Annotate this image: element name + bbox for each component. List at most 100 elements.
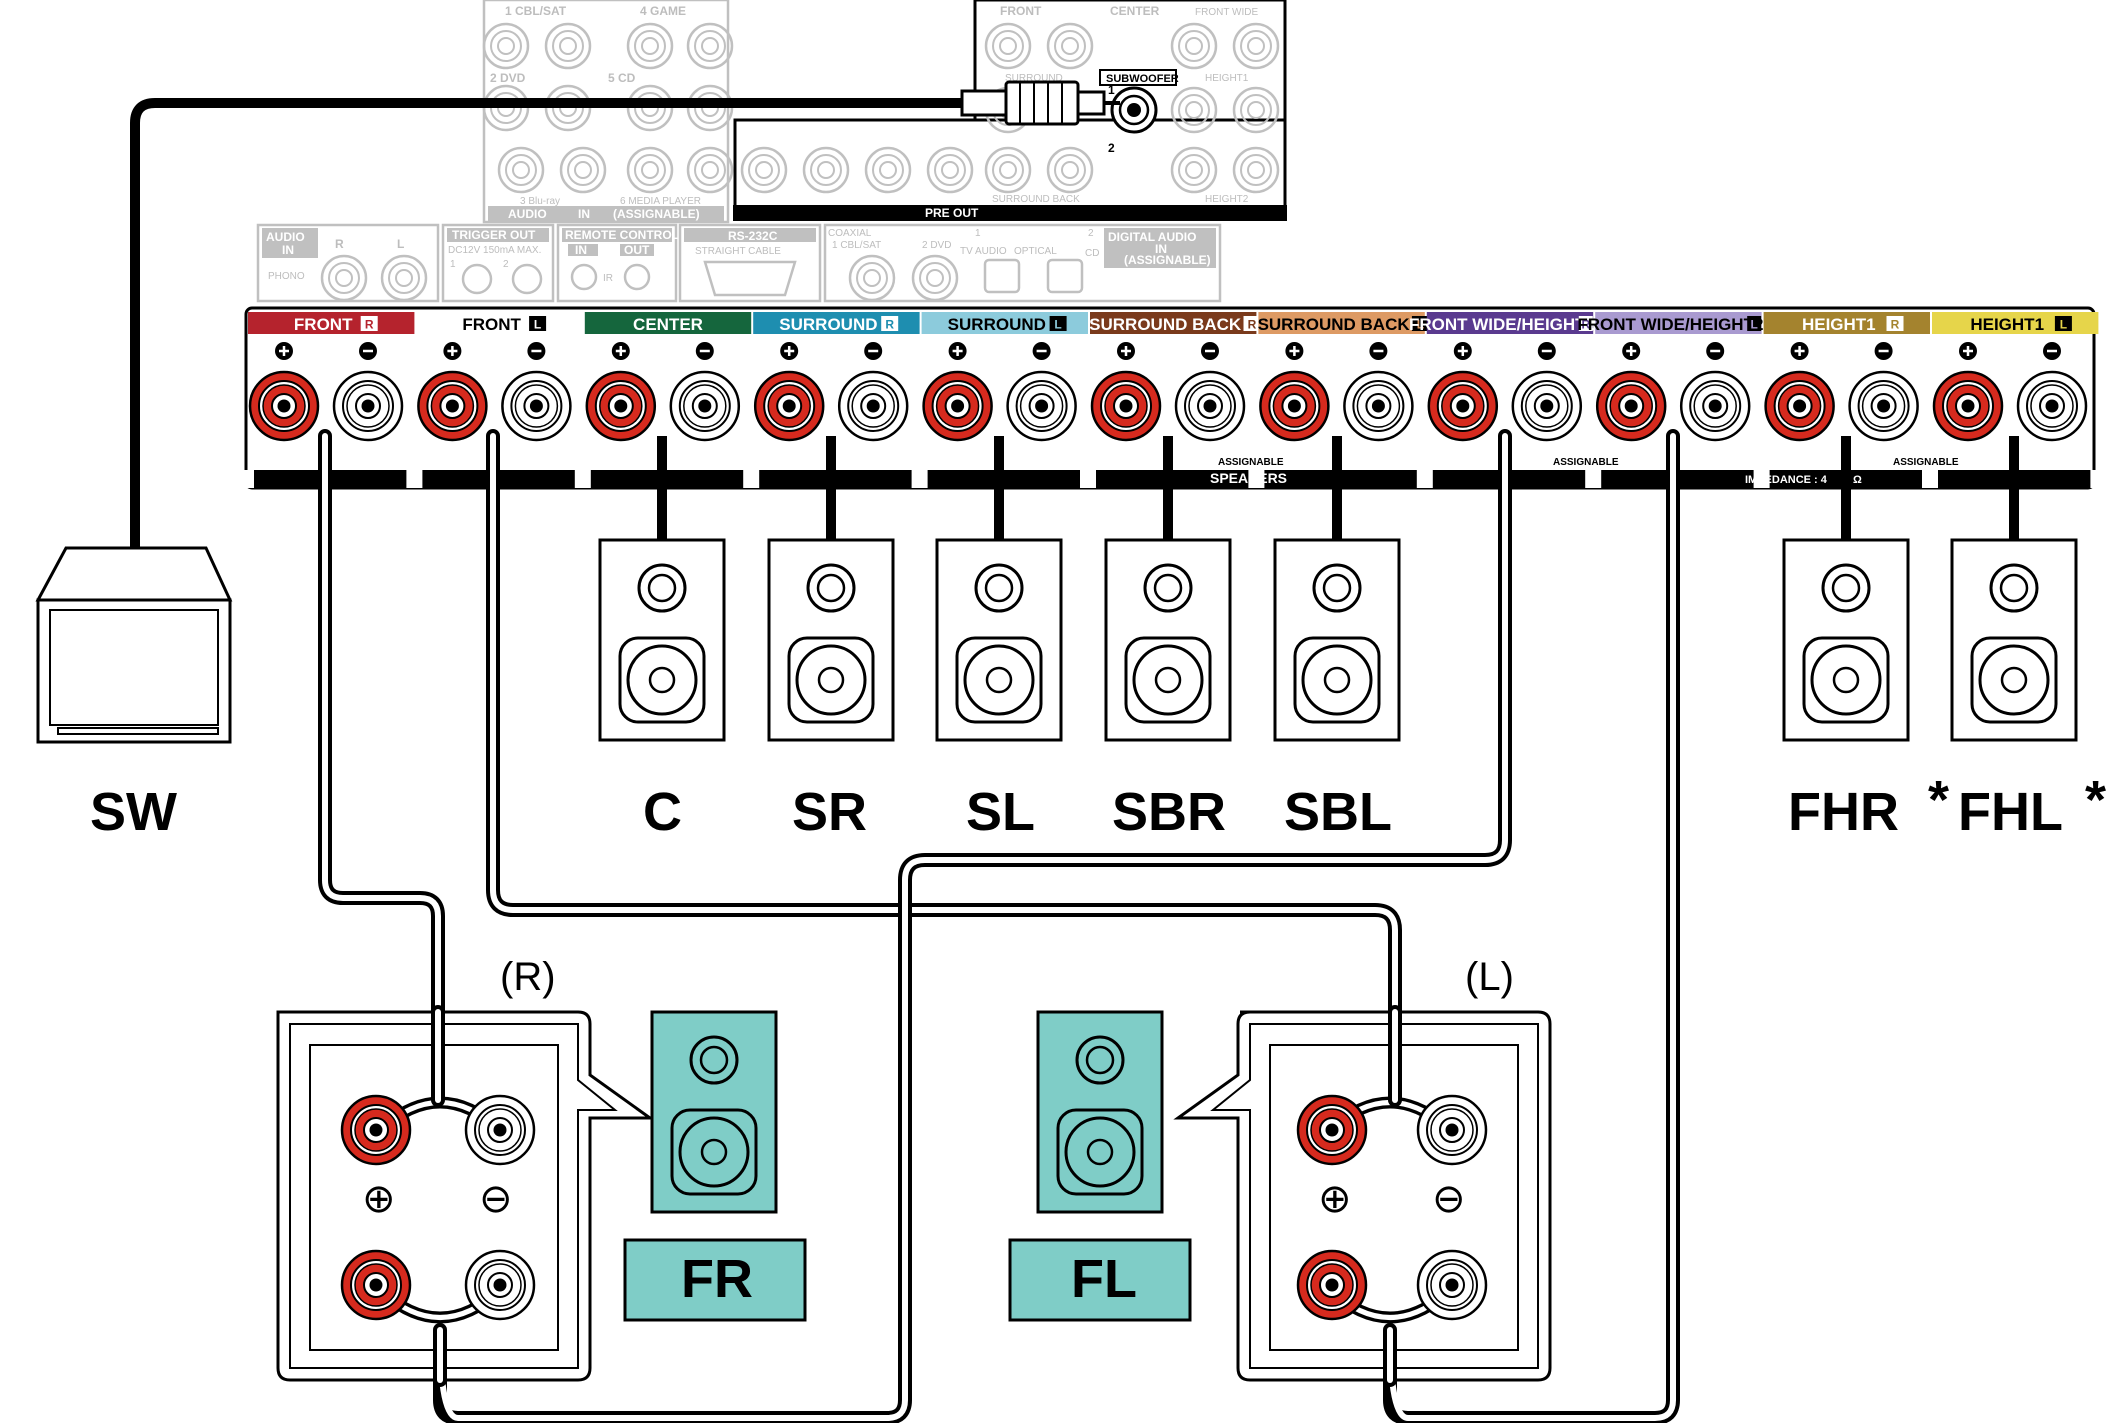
- minus-icon: [1706, 342, 1725, 360]
- channel-label: SURROUND: [779, 315, 877, 334]
- height-left-label: FHL: [1958, 782, 2063, 842]
- subwoofer-label: SW: [90, 782, 177, 842]
- svg-text:IN: IN: [282, 243, 294, 257]
- svg-text:2: 2: [503, 259, 509, 270]
- white-terminal-icon: [1174, 370, 1246, 442]
- minus-icon: [1874, 342, 1893, 360]
- preout-label: PRE OUT: [925, 206, 979, 220]
- speaker-icon: [1273, 538, 1401, 742]
- channel-side: R: [365, 318, 374, 332]
- plus-icon: [1285, 342, 1304, 360]
- red-terminal-icon: [585, 370, 657, 442]
- channel-label: FRONT: [462, 315, 521, 334]
- minus-icon: [527, 342, 546, 360]
- channel-label: HEIGHT1: [1970, 315, 2044, 334]
- preout-surround-label: SURROUND: [1005, 73, 1063, 84]
- svg-text:TV AUDIO: TV AUDIO: [960, 246, 1007, 257]
- minus-icon: [359, 342, 377, 360]
- svg-text:RS-232C: RS-232C: [728, 229, 778, 243]
- channel-side: R: [1248, 318, 1257, 332]
- preout-subwoofer-label: SUBWOOFER: [1106, 73, 1179, 85]
- minus-icon: [1201, 342, 1219, 360]
- speaker-icon: [598, 538, 726, 742]
- audio-in-assignable: (ASSIGNABLE): [613, 207, 700, 221]
- plus-icon: [443, 342, 462, 360]
- channel-label: CENTER: [633, 315, 703, 334]
- subwoofer-icon: [35, 546, 233, 744]
- preout-front-label: FRONT: [1000, 4, 1042, 18]
- input-label-game: 4 GAME: [640, 4, 686, 18]
- white-terminal-icon: [1511, 370, 1583, 442]
- channel-side: L: [1054, 318, 1061, 332]
- channel-label: FRONT WIDE/HEIGHT2: [1409, 315, 1595, 334]
- height-right-label: FHR: [1788, 782, 1899, 842]
- plus-icon: [1453, 342, 1472, 360]
- svg-text:IMPEDANCE : 4: IMPEDANCE : 4: [1745, 474, 1828, 486]
- surround-back-left-label: SBL: [1284, 782, 1392, 842]
- channel-band: SURROUND BACK R: [1089, 312, 1261, 334]
- white-terminal-icon: [332, 370, 404, 442]
- right-side-label: (R): [500, 955, 556, 999]
- channel-side: R: [1581, 318, 1590, 332]
- plus-icon: [1622, 342, 1641, 360]
- audio-in-label: AUDIO: [508, 207, 547, 221]
- white-terminal-icon: [1679, 370, 1751, 442]
- channel-band: CENTER: [584, 312, 752, 334]
- white-terminal-icon: [669, 370, 741, 442]
- svg-text:TRIGGER OUT: TRIGGER OUT: [452, 228, 536, 242]
- speaker-icon: [1104, 538, 1232, 742]
- svg-text:DC12V 150mA MAX.: DC12V 150mA MAX.: [448, 245, 541, 256]
- plus-sign-right: ⊕: [362, 1177, 396, 1221]
- front-left-label-box: [1008, 1238, 1192, 1322]
- white-terminal-icon: [1006, 370, 1077, 442]
- input-label-dvd: 2 DVD: [490, 71, 526, 85]
- preout-height1-label: HEIGHT1: [1205, 73, 1249, 84]
- minus-icon: [1032, 342, 1051, 360]
- red-terminal-icon: [922, 370, 993, 442]
- channel-band: FRONT L: [416, 312, 583, 334]
- plus-icon: [1790, 342, 1809, 360]
- front-right-terminal-callout: [276, 1010, 655, 1382]
- audio-in-in: IN: [578, 207, 590, 221]
- input-label-bluray: 3 Blu-ray: [520, 196, 560, 207]
- channel-side: L: [2060, 318, 2067, 332]
- svg-text:REMOTE CONTROL: REMOTE CONTROL: [565, 228, 679, 242]
- center-speaker-label: C: [643, 782, 682, 842]
- channel-side: L: [534, 318, 541, 332]
- red-terminal-icon: [1595, 370, 1667, 442]
- svg-text:2: 2: [1088, 228, 1094, 239]
- channel-label: FRONT WIDE/HEIGHT2: [1577, 315, 1763, 334]
- svg-text:IN: IN: [1155, 242, 1167, 256]
- svg-text:2 DVD: 2 DVD: [922, 240, 951, 251]
- speaker-row: [598, 538, 2078, 742]
- channel-label: SURROUND BACK: [1089, 315, 1242, 334]
- front-right-label: FR: [681, 1249, 753, 1309]
- red-terminal-icon: [753, 370, 825, 442]
- minus-icon: [1369, 342, 1388, 360]
- front-cables: [318, 429, 1680, 1425]
- white-terminal-icon: [501, 370, 572, 442]
- red-terminal-icon: [1932, 370, 2004, 442]
- svg-text:Ω: Ω: [1853, 474, 1862, 486]
- red-terminal-icon: [1090, 370, 1162, 442]
- preout-sb-label: SURROUND BACK: [992, 194, 1080, 205]
- rca-plug-icon: [960, 80, 1120, 126]
- surround-right-label: SR: [792, 782, 867, 842]
- plus-icon: [780, 342, 799, 360]
- front-right-speaker-icon: [650, 1010, 778, 1214]
- channel-label: SURROUND BACK: [1258, 315, 1411, 334]
- svg-text:CD: CD: [1085, 248, 1099, 259]
- front-left-label: FL: [1071, 1249, 1137, 1309]
- svg-text:IN: IN: [575, 243, 587, 257]
- svg-text:IR: IR: [603, 273, 613, 284]
- svg-text:1: 1: [450, 259, 456, 270]
- minus-icon: [1537, 342, 1556, 360]
- minus-icon: [2043, 342, 2061, 360]
